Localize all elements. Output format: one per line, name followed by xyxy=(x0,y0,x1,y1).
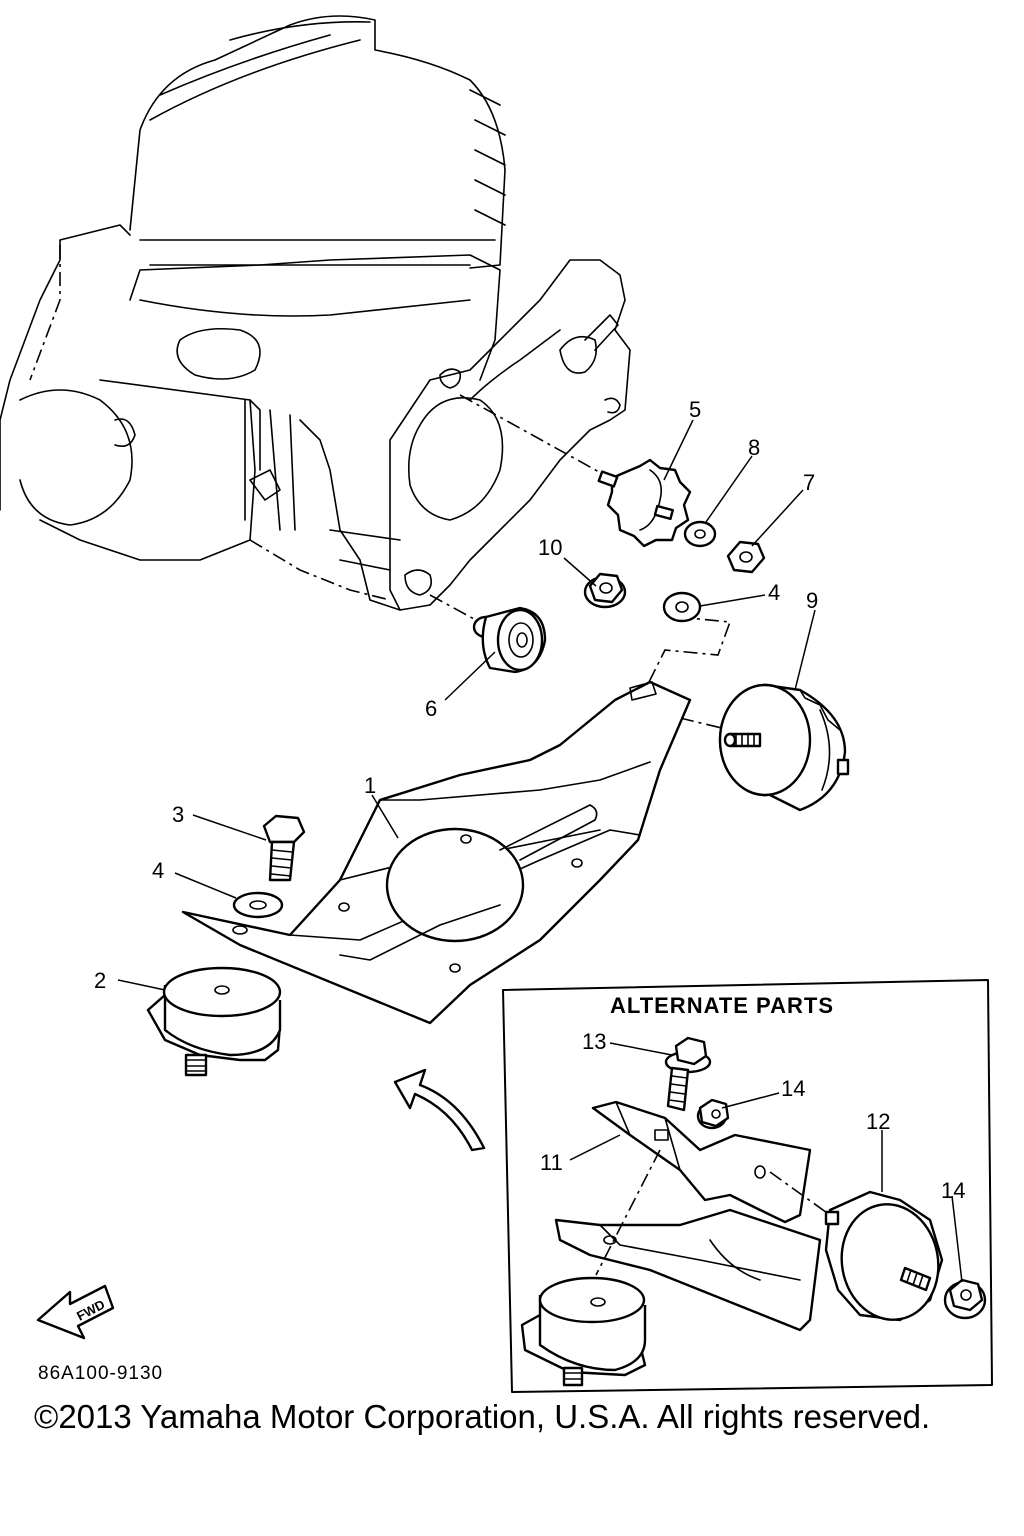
callout-7: 7 xyxy=(803,470,815,495)
part-7-nut xyxy=(726,540,766,574)
callout-9: 9 xyxy=(806,588,818,613)
callout-11: 11 xyxy=(540,1150,563,1175)
callout-4-lower: 4 xyxy=(152,858,164,883)
alternate-rubber-mount xyxy=(520,1276,647,1387)
callout-3: 3 xyxy=(172,802,184,827)
part-8-washer xyxy=(683,520,717,548)
part-14-nut-lower xyxy=(943,1278,987,1320)
part-14-nut-upper xyxy=(696,1098,730,1130)
part-4-washer-lower xyxy=(232,891,284,919)
fwd-arrow-icon: FWD xyxy=(36,1284,115,1340)
callout-4-upper: 4 xyxy=(768,580,780,605)
copyright-notice: ©2013 Yamaha Motor Corporation, U.S.A. A… xyxy=(34,1398,931,1435)
callout-5: 5 xyxy=(689,397,701,422)
callout-2: 2 xyxy=(94,968,106,993)
part-12-mount xyxy=(824,1190,944,1322)
part-5-bracket xyxy=(597,458,692,548)
diagram-reference-code: 86A100-9130 xyxy=(38,1363,164,1384)
callout-12: 12 xyxy=(866,1109,890,1134)
part-6-collar xyxy=(472,606,547,674)
part-11-bracket xyxy=(554,1100,822,1332)
callout-14-lower: 14 xyxy=(941,1178,965,1203)
alternate-parts-box xyxy=(502,979,993,1393)
part-13-bolt xyxy=(664,1036,712,1112)
part-4-washer-upper xyxy=(662,591,702,623)
leader-lines xyxy=(117,419,963,1283)
callout-numbers: 5 8 7 10 4 9 6 1 3 4 2 13 14 12 14 11 AL… xyxy=(94,397,965,1203)
callout-14-upper: 14 xyxy=(781,1076,805,1101)
callout-1: 1 xyxy=(364,773,376,798)
assembly-lines xyxy=(429,394,732,731)
alternate-parts-title: ALTERNATE PARTS xyxy=(610,993,834,1018)
callout-8: 8 xyxy=(748,435,760,460)
callout-10: 10 xyxy=(538,535,562,560)
curved-arrow-icon xyxy=(393,1068,486,1152)
part-2-mount xyxy=(146,966,282,1077)
alternate-assembly-lines xyxy=(595,1149,831,1276)
engine-outline xyxy=(0,15,631,611)
callout-13: 13 xyxy=(582,1029,606,1054)
part-10-flange-nut xyxy=(583,572,627,609)
part-3-bolt xyxy=(262,814,306,882)
callout-6: 6 xyxy=(425,696,437,721)
part-9-mount xyxy=(718,683,850,812)
part-1-plate xyxy=(181,680,692,1025)
